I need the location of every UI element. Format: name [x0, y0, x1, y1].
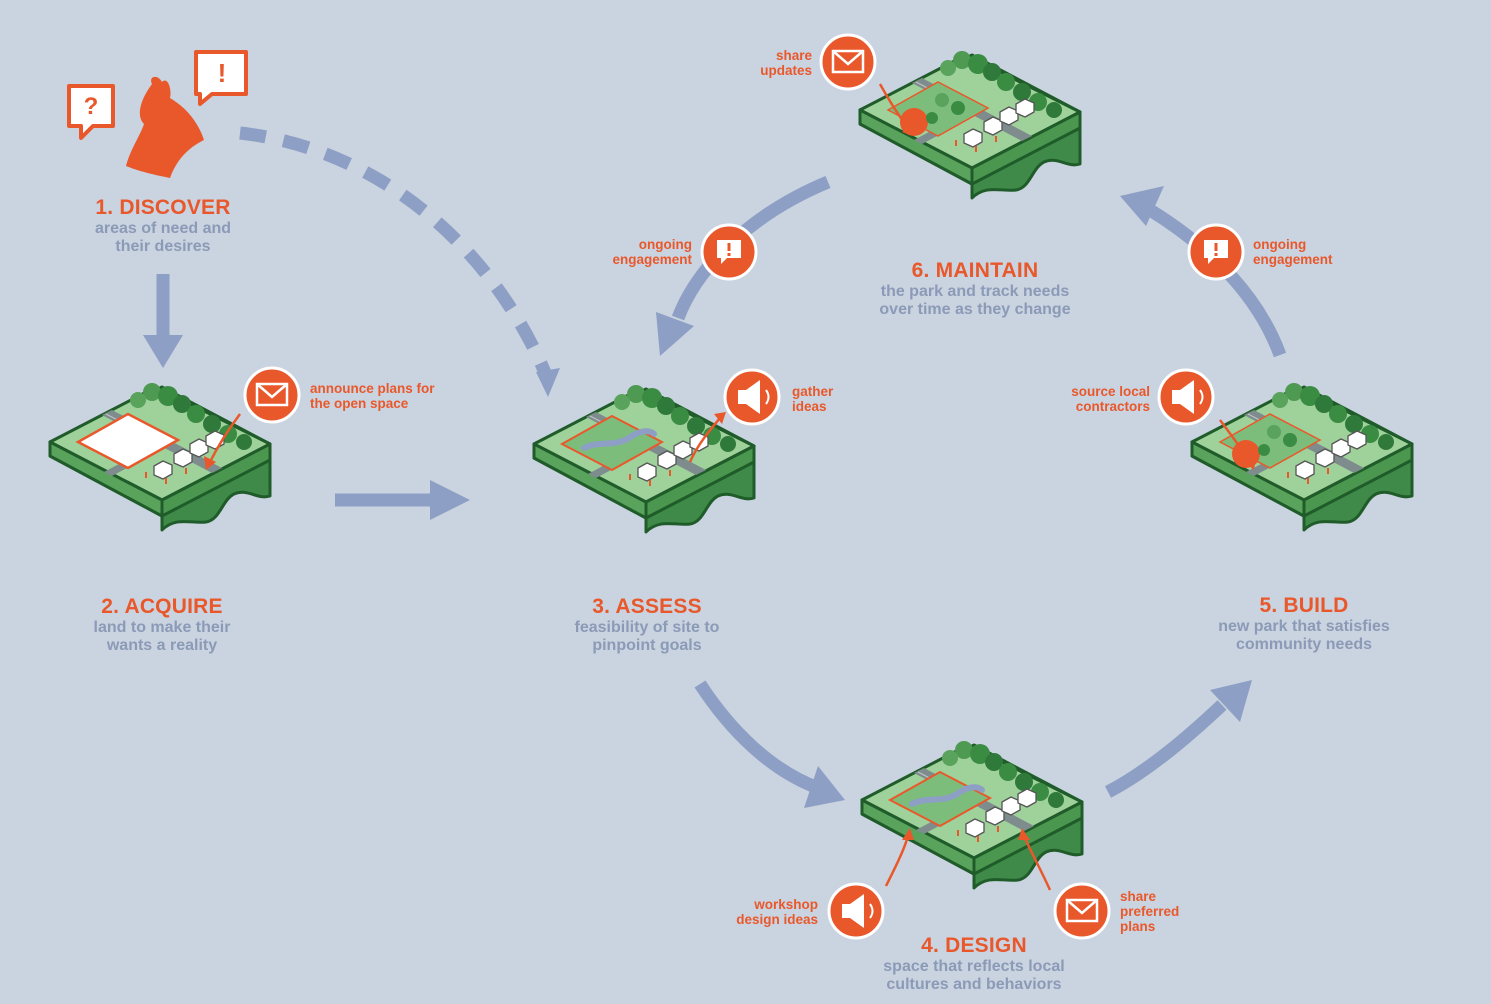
- vacant-lot: [75, 412, 181, 470]
- note-share-plans: share preferred plans: [1120, 889, 1180, 934]
- megaphone-icon: [827, 882, 885, 940]
- arrow-assess-to-design: [694, 680, 821, 795]
- step-desc-maintain-2: over time as they change: [879, 301, 1071, 318]
- step-desc-design-1: space that reflects local: [883, 958, 1065, 975]
- maintain-tile: [858, 49, 1082, 200]
- step-title-assess: 3. ASSESS: [592, 595, 702, 618]
- dashed-arrow-discover-to-assess: [239, 126, 555, 383]
- step-title-build: 5. BUILD: [1259, 594, 1349, 617]
- step-desc-acquire-1: land to make their: [93, 619, 231, 636]
- assess-tile: [532, 383, 756, 534]
- exclamation-icon: [700, 223, 758, 281]
- note-gather: gather ideas: [792, 384, 834, 414]
- step-desc-build-2: community needs: [1235, 636, 1373, 653]
- build-tile: [1190, 381, 1414, 532]
- exclamation-bubble: !: [194, 50, 248, 106]
- step-desc-design-2: cultures and behaviors: [886, 976, 1062, 993]
- note-share-updates: share updates: [760, 48, 812, 78]
- megaphone-icon: [723, 368, 781, 426]
- note-announce: announce plans for the open space: [310, 381, 435, 411]
- mail-icon: [243, 366, 301, 424]
- step-desc-assess-1: feasibility of site to: [574, 619, 720, 636]
- svg-text:!: !: [218, 58, 227, 88]
- step-desc-acquire-2: wants a reality: [106, 637, 218, 654]
- note-ongoing-left: ongoing engagement: [612, 237, 692, 267]
- step-desc-maintain-1: the park and track needs: [880, 283, 1070, 300]
- step-title-maintain: 6. MAINTAIN: [911, 259, 1039, 282]
- acquire-tile: [48, 381, 272, 532]
- step-desc-assess-2: pinpoint goals: [592, 637, 702, 654]
- note-workshop: workshop design ideas: [736, 897, 818, 927]
- step-desc-discover-2: their desires: [115, 238, 211, 255]
- step-title-acquire: 2. ACQUIRE: [101, 595, 223, 618]
- megaphone-icon: [1157, 368, 1215, 426]
- arrow-design-to-build: [1104, 700, 1227, 798]
- step-title-discover: 1. DISCOVER: [95, 196, 231, 219]
- note-source: source local contractors: [1071, 384, 1150, 414]
- design-tile: [860, 739, 1084, 890]
- step-desc-discover-1: areas of need and: [94, 220, 232, 237]
- exclamation-icon: [1187, 223, 1245, 281]
- mail-icon: [819, 33, 877, 91]
- mail-icon: [1053, 882, 1111, 940]
- arrow-build-to-maintain: [1146, 204, 1287, 358]
- step-desc-build-1: new park that satisfies: [1218, 618, 1390, 635]
- svg-text:?: ?: [84, 93, 99, 120]
- note-ongoing-right: ongoing engagement: [1253, 237, 1333, 267]
- step-title-design: 4. DESIGN: [921, 934, 1027, 957]
- question-bubble: ?: [67, 84, 115, 140]
- community-silhouette: [126, 76, 204, 178]
